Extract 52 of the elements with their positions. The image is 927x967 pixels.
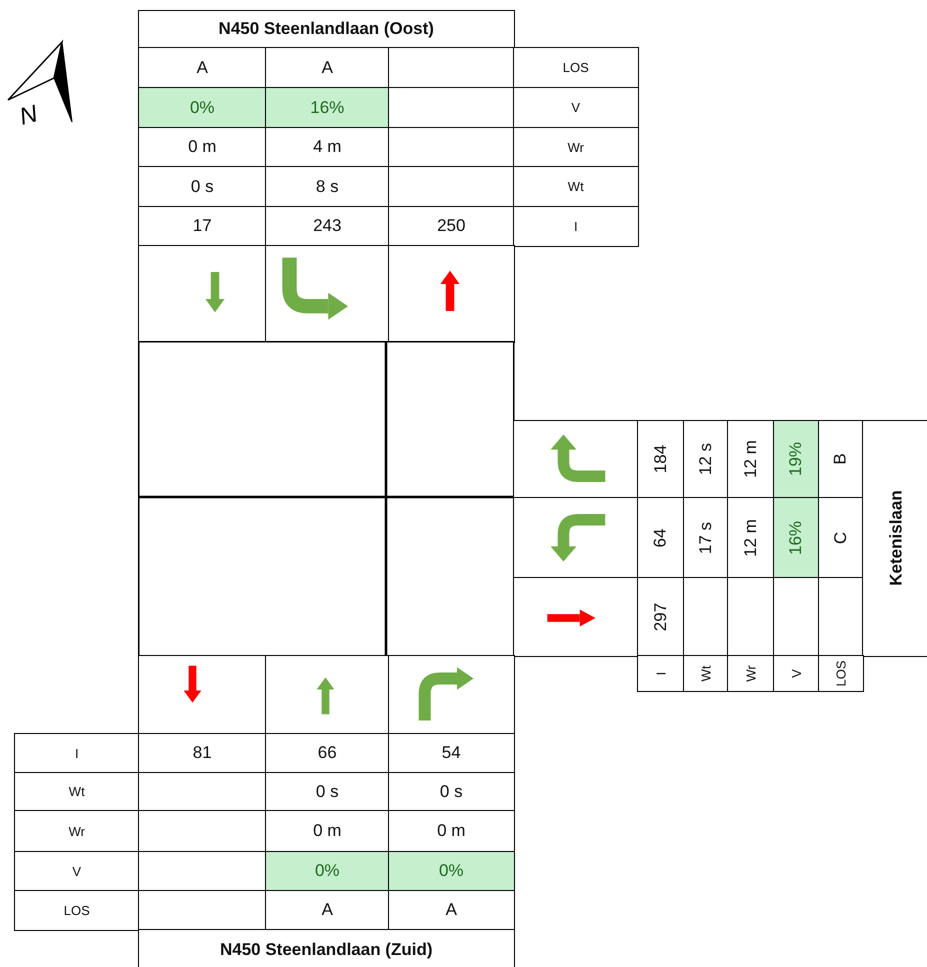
cell-value: 0 s [190, 176, 214, 197]
row-label: I [653, 671, 668, 676]
north-label: N [17, 102, 40, 130]
cell-value: 0 m [188, 137, 216, 158]
row-label: Wr [743, 665, 758, 682]
cell-value: A [196, 58, 208, 78]
cell-value: 184 [650, 445, 671, 474]
row-label: Wt [68, 784, 85, 800]
cell-value: 19% [786, 442, 806, 476]
cell-value: B [830, 454, 851, 465]
row-label: I [74, 746, 79, 761]
cell-value: 81 [192, 743, 212, 764]
row-label: I [574, 218, 578, 234]
road-name: N450 Steenlandlaan (Oost) [218, 19, 434, 40]
road-name: Ketenislaan [886, 490, 906, 586]
cell-value: 0 m [437, 821, 466, 842]
cell-value: C [830, 532, 851, 544]
cell-value: 66 [318, 743, 337, 764]
cell-value: 4 m [313, 137, 342, 158]
cell-value: 0 s [316, 782, 339, 802]
row-label: Wt [698, 665, 714, 682]
cell-value: 297 [650, 602, 671, 631]
road-name: N450 Steenlandlaan (Zuid) [220, 940, 433, 960]
row-label: LOS [562, 60, 589, 76]
cell-value: A [322, 58, 333, 78]
cell-value: 12 m [740, 518, 761, 557]
row-label: V [571, 100, 580, 116]
row-label: V [72, 864, 82, 879]
cell-value: 0% [190, 98, 215, 118]
row-label: LOS [833, 660, 848, 686]
cell-value: A [446, 900, 457, 920]
row-label: Wt [568, 179, 584, 194]
row-label: Wr [568, 140, 584, 155]
cell-value: 54 [442, 743, 461, 764]
cell-value: 17 [192, 216, 212, 236]
cell-value: 16% [310, 98, 344, 118]
cell-value: 0 s [440, 782, 463, 802]
cell-value: A [322, 900, 333, 920]
cell-value: 250 [437, 216, 466, 236]
cell-value: 64 [650, 528, 671, 548]
cell-value: 12 s [696, 443, 716, 476]
cell-value: 12 m [740, 440, 761, 478]
cell-value: 17 s [696, 522, 716, 554]
cell-value: 0 m [313, 821, 342, 842]
cell-value: 0% [438, 861, 464, 882]
row-label: V [788, 668, 804, 678]
cell-value: 8 s [316, 176, 339, 197]
cell-value: 16% [786, 520, 806, 555]
cell-value: 0% [314, 861, 340, 882]
cell-value: 243 [313, 216, 342, 236]
row-label: LOS [64, 902, 90, 918]
row-label: Wr [68, 824, 85, 839]
